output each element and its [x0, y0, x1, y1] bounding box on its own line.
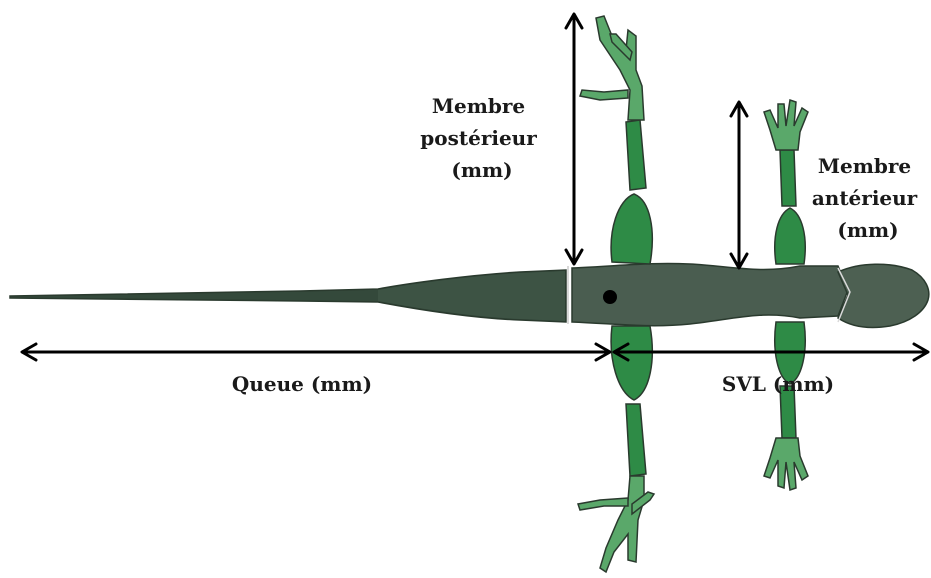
hind-limb-label-line-1: Membre: [432, 94, 525, 118]
tail-base-segment: [378, 271, 565, 321]
tail-label: Queue (mm): [232, 372, 372, 396]
fore-limb-label-line-1: Membre: [818, 154, 911, 178]
cloaca-dot: [603, 290, 617, 304]
fore-limb-label-line-3: (mm): [837, 218, 898, 242]
fore-limb-lower: [764, 322, 808, 490]
fore-limb-label: Membre antérieur (mm): [812, 154, 924, 242]
fore-limb-arrow: [731, 102, 747, 268]
hind-limb-arrow: [566, 14, 582, 264]
fore-limb-label-line-2: antérieur: [812, 186, 918, 210]
svl-arrow: [614, 344, 928, 360]
fore-limb-upper: [764, 100, 808, 264]
hind-limb-label-line-2: postérieur: [420, 126, 537, 150]
svl-label: SVL (mm): [722, 372, 834, 396]
hind-limb-label: Membre postérieur (mm): [420, 94, 543, 182]
lizard-head: [838, 264, 929, 327]
hind-limb-lower: [578, 326, 654, 572]
hind-limb-upper: [580, 16, 652, 264]
hind-limb-label-line-3: (mm): [451, 158, 512, 182]
tail-arrow: [22, 344, 610, 360]
